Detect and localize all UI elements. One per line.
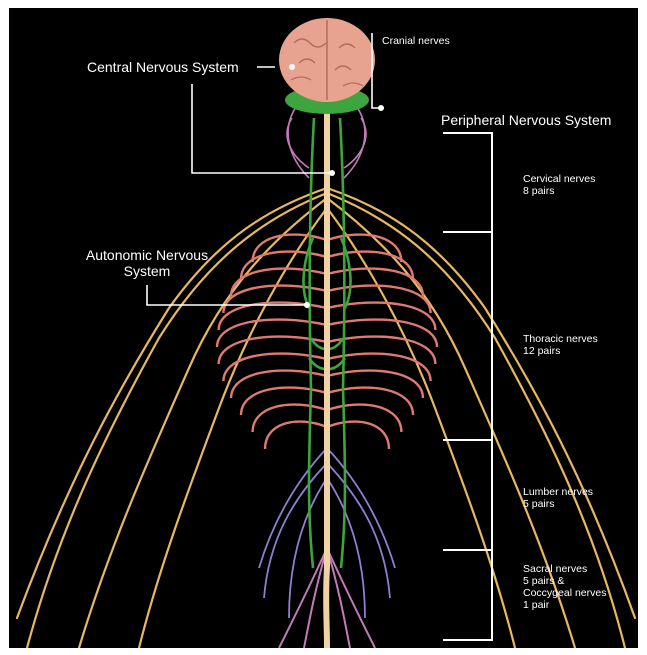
thoracic-name: Thoracic nerves: [523, 333, 598, 345]
brain: [279, 18, 375, 102]
segment-bracket: [443, 133, 492, 640]
thoracic-count: 12 pairs: [523, 345, 598, 357]
rib-nerve: [327, 371, 423, 398]
rib-nerve: [265, 422, 327, 449]
autonomic-nervous-system-label: Autonomic Nervous System: [77, 247, 217, 279]
rib-nerve: [241, 388, 327, 415]
central-nervous-system-label: Central Nervous System: [87, 59, 239, 75]
peripheral-nervous-system-label: Peripheral Nervous System: [441, 112, 611, 128]
lumbar-nerves-label: Lumber nerves 5 pairs: [523, 486, 593, 510]
sacral-name: Sacral nerves: [523, 563, 606, 575]
cervical-name: Cervical nerves: [523, 173, 595, 185]
rib-nerve: [327, 422, 389, 449]
coccygeal-name: Coccygeal nerves: [523, 587, 606, 599]
sacral-coccygeal-nerves-label: Sacral nerves 5 pairs & Coccygeal nerves…: [523, 563, 606, 611]
cervical-count: 8 pairs: [523, 185, 595, 197]
autonomic-label-line1: Autonomic Nervous: [77, 247, 217, 263]
nervous-system-illustration: [9, 8, 638, 648]
cervical-nerves-label: Cervical nerves 8 pairs: [523, 173, 595, 197]
lumbar-name: Lumber nerves: [523, 486, 593, 498]
rib-nerve: [231, 371, 327, 398]
autonomic-label-line2: System: [77, 263, 217, 279]
sacral-count: 5 pairs &: [523, 575, 606, 587]
rib-nerve: [327, 405, 401, 432]
diagram-frame: Cranial nerves Central Nervous System Pe…: [9, 8, 638, 648]
spinal-cord: [326, 113, 327, 648]
rib-nerve: [253, 235, 327, 262]
rib-nerve: [253, 405, 327, 432]
thoracic-nerves-label: Thoracic nerves 12 pairs: [523, 333, 598, 357]
cranial-nerves-label: Cranial nerves: [382, 35, 450, 47]
coccygeal-count: 1 pair: [523, 599, 606, 611]
rib-nerve: [327, 235, 401, 262]
rib-nerve: [327, 388, 413, 415]
lumbar-count: 5 pairs: [523, 498, 593, 510]
